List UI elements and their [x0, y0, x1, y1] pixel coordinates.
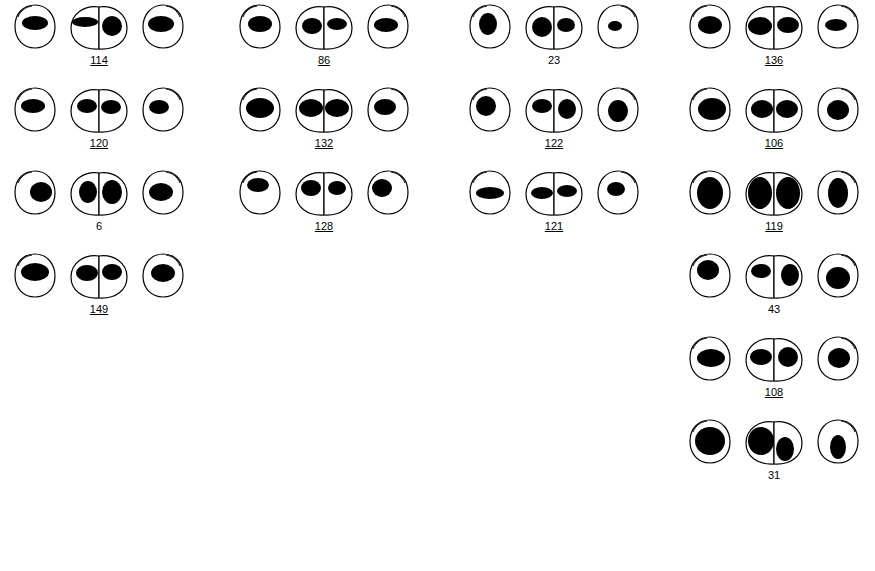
case-number: 108 [765, 386, 783, 399]
case-number: 136 [765, 54, 783, 67]
case-number: 31 [768, 469, 780, 482]
case-number: 114 [90, 54, 108, 67]
case-number: 43 [768, 303, 780, 316]
case-number: 119 [765, 220, 783, 233]
case-number: 23 [548, 54, 560, 67]
case-number: 132 [315, 137, 333, 150]
case-number: 149 [90, 303, 108, 316]
case-number: 86 [318, 54, 330, 67]
case-number: 122 [545, 137, 563, 150]
case-number: 128 [315, 220, 333, 233]
case-number: 106 [765, 137, 783, 150]
case-number: 6 [96, 220, 102, 233]
case-number: 120 [90, 137, 108, 150]
case-number: 121 [545, 220, 563, 233]
